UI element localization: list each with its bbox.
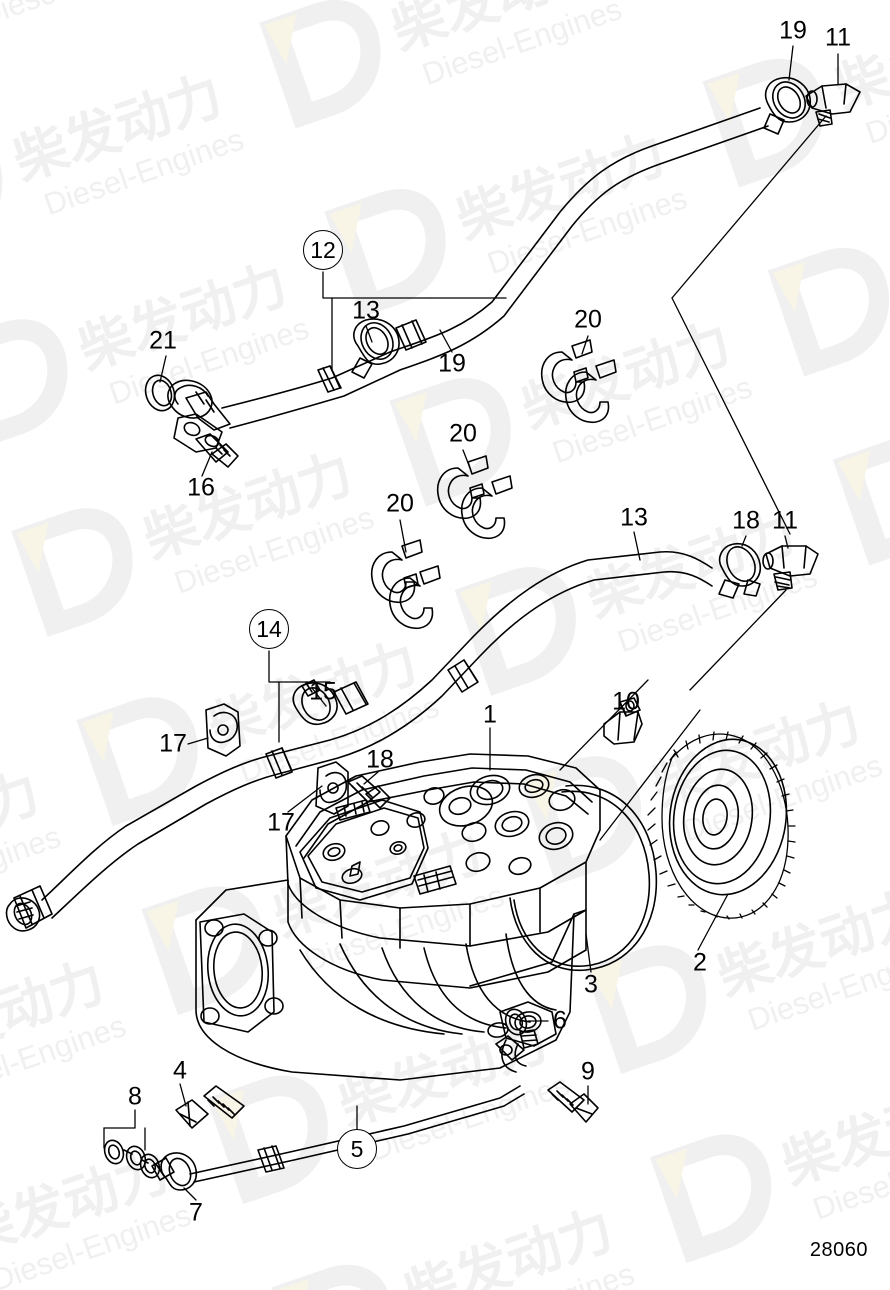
callout-13-c13a: 13 — [352, 296, 380, 325]
lower-hose-assembly — [5, 542, 819, 932]
callout-19-c19b: 19 — [438, 349, 466, 378]
hose-end-fitting — [5, 885, 53, 932]
callout-4-c4: 4 — [173, 1056, 187, 1085]
sealing-ring-6 — [504, 1008, 539, 1049]
clamp-18-right — [718, 542, 762, 599]
bolt-9 — [547, 1081, 599, 1123]
callout-10-c10: 10 — [612, 687, 640, 716]
bolt-4 — [175, 1085, 245, 1129]
clamp-ring-19-lower — [351, 318, 400, 379]
callout-17-c17b: 17 — [267, 808, 295, 837]
callout-3-c3: 3 — [584, 970, 598, 999]
callout-13-c13b: 13 — [620, 503, 648, 532]
oil-delivery-pipe-5 — [103, 1085, 525, 1191]
elbow-fitting-11-upper — [805, 83, 861, 127]
double-clips-20-group-b — [436, 455, 513, 539]
callout-7-c7: 7 — [189, 1198, 203, 1227]
callout-1-c1: 1 — [483, 700, 497, 729]
clamp-ring-19-upper — [763, 76, 812, 135]
callout-2-c2: 2 — [693, 948, 707, 977]
elbow-fitting-11-right — [762, 545, 819, 591]
leader-lines — [103, 45, 839, 1201]
callout-8-c8: 8 — [128, 1082, 142, 1111]
callout-17-c17a: 17 — [159, 729, 187, 758]
callout-18-c18a: 18 — [366, 745, 394, 774]
pipe-bracket-17-right — [315, 761, 349, 815]
double-clips-20-group-c — [370, 539, 441, 629]
double-clips-20-group-a — [540, 339, 617, 423]
callout-16-c16: 16 — [187, 473, 215, 502]
callout-19-c19a: 19 — [779, 16, 807, 45]
callout-6-c6: 6 — [553, 1006, 567, 1035]
drawing-number: 28060 — [809, 1239, 868, 1261]
bolt-16 — [195, 433, 239, 468]
pipe-bracket-17-left — [205, 703, 241, 757]
upper-hose-assembly — [144, 76, 861, 468]
callout-21-c21: 21 — [149, 326, 177, 355]
callout-15-c15: 15 — [309, 677, 337, 706]
callout-20-c20a: 20 — [574, 305, 602, 334]
plug-10 — [603, 697, 643, 745]
compressor-assembly-1 — [175, 753, 601, 1129]
callout-18-c18b: 18 — [732, 506, 760, 535]
callout-11-c11b: 11 — [772, 506, 798, 535]
callout-20-c20b: 20 — [449, 419, 477, 448]
callout-20-c20c: 20 — [386, 489, 414, 518]
callout-14-circled-c14: 14 — [249, 609, 289, 649]
callout-9-c9: 9 — [581, 1057, 595, 1086]
callout-5-circled-c5: 5 — [337, 1129, 377, 1169]
callout-11-c11a: 11 — [825, 23, 851, 52]
drive-gear-2 — [647, 731, 796, 920]
callout-12-circled-c12: 12 — [303, 230, 343, 270]
